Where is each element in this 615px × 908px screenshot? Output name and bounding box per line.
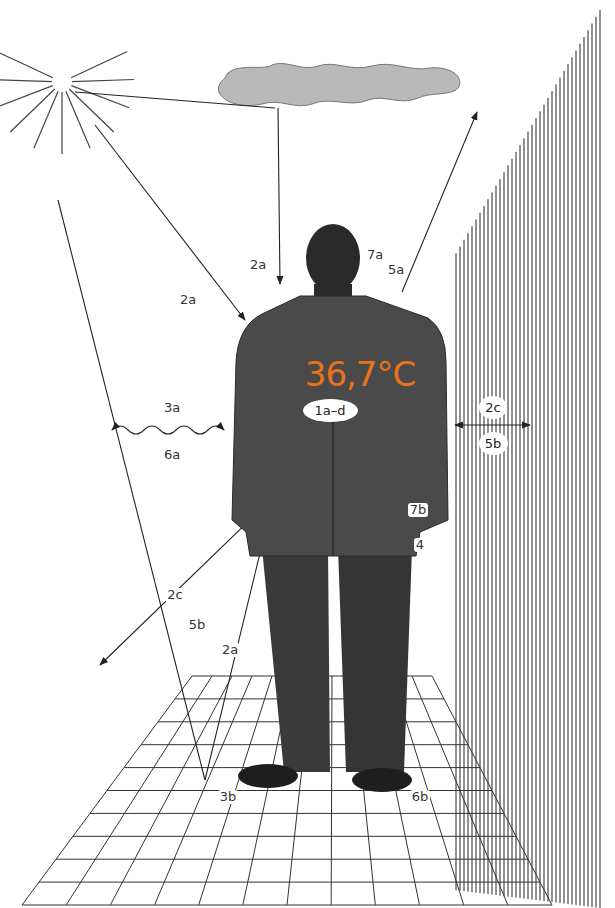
head [306,224,360,292]
callout-number: 5b [485,436,502,451]
wall-line [596,17,597,908]
callout-number: 6a [162,448,182,462]
sun-ray [71,86,129,108]
man-figure [232,224,448,792]
callout-number: 3b [218,790,239,804]
wall-line [564,71,565,904]
wall-line [592,24,593,907]
wall-line [520,145,521,898]
sun-arrow [95,125,245,320]
callout-number: 1a–d [315,403,346,418]
wall-line [464,240,465,891]
callout-number: 2a [220,643,240,657]
callout-oval: 1a–d [303,399,358,422]
callout-oval: 5b [479,432,508,455]
sun-ray [72,79,134,81]
callout-number: 2a [178,293,198,307]
wall-line [544,105,545,901]
wall-line [480,213,481,893]
callout-number: 6b [410,790,431,804]
callout-number: 3a [162,401,182,415]
wall [456,10,600,908]
grid-line [39,882,540,883]
wall-line [532,125,533,900]
callout-oval: 2c [479,396,507,419]
wall-line [460,247,461,891]
wall-line [500,179,501,896]
right-leg [338,548,412,772]
grid-line [73,836,516,837]
grid-line [22,905,552,906]
wall-arrow [455,424,530,425]
wall-line [584,37,585,906]
wall-line [472,226,473,892]
wall-line [572,57,573,904]
wall-line [516,152,517,898]
wall-line [560,78,561,903]
floor-man-arrow [100,512,258,665]
cloud [218,63,460,105]
wall-line [528,132,529,899]
wall-line [580,44,581,906]
sun-cloud-line [75,92,275,108]
shoe [238,764,298,788]
floor-arrow [205,520,268,780]
jacket [232,296,448,556]
left-leg [262,548,330,772]
sun-ray [0,86,53,108]
wall-line [524,138,525,898]
wall-line [536,118,537,900]
callout-number: 2c [165,588,184,602]
callout-number: 7a [365,248,385,262]
wall-line [588,30,589,906]
sun-ray [66,91,90,148]
sun-ray [10,89,55,132]
wall-line [548,98,549,902]
callout-number: 5b [187,618,208,632]
grid-line [90,813,504,814]
sun-rays [0,52,134,154]
wall-line [488,199,489,894]
wall-line [540,111,541,900]
shoe [352,768,412,792]
sun-ray [0,52,53,78]
wall-line [600,10,601,908]
callout-number: 2a [248,258,268,272]
wall-line [508,165,509,896]
callout-number: 2c [485,400,500,415]
sun-ray [0,79,52,81]
wall-line [512,159,513,897]
grid-line [56,859,528,860]
sun-ray [71,52,127,78]
callout-number: 5a [386,263,406,277]
emission-arrow [402,112,477,292]
callout-number: 7b [408,503,429,517]
wall-line [504,172,505,896]
cloud-arrow [278,108,280,284]
sun-ray [34,91,58,148]
sun-floor-line [58,200,205,780]
sun-ray [69,89,114,132]
temperature-label: 36,7°C [305,356,415,393]
wall-line [456,253,457,890]
wall-line [468,233,469,892]
wall-line [576,51,577,905]
arrows [58,92,530,780]
wall-line [496,186,497,895]
sun-ray [61,92,62,154]
wall-line [476,220,477,893]
wall-line [552,91,553,902]
callout-number: 4 [414,538,426,552]
wall-line [556,84,557,902]
grid-line [107,790,492,791]
wavy-arrow [112,426,224,434]
wall-line [568,64,569,904]
jacket-seam [332,420,334,556]
